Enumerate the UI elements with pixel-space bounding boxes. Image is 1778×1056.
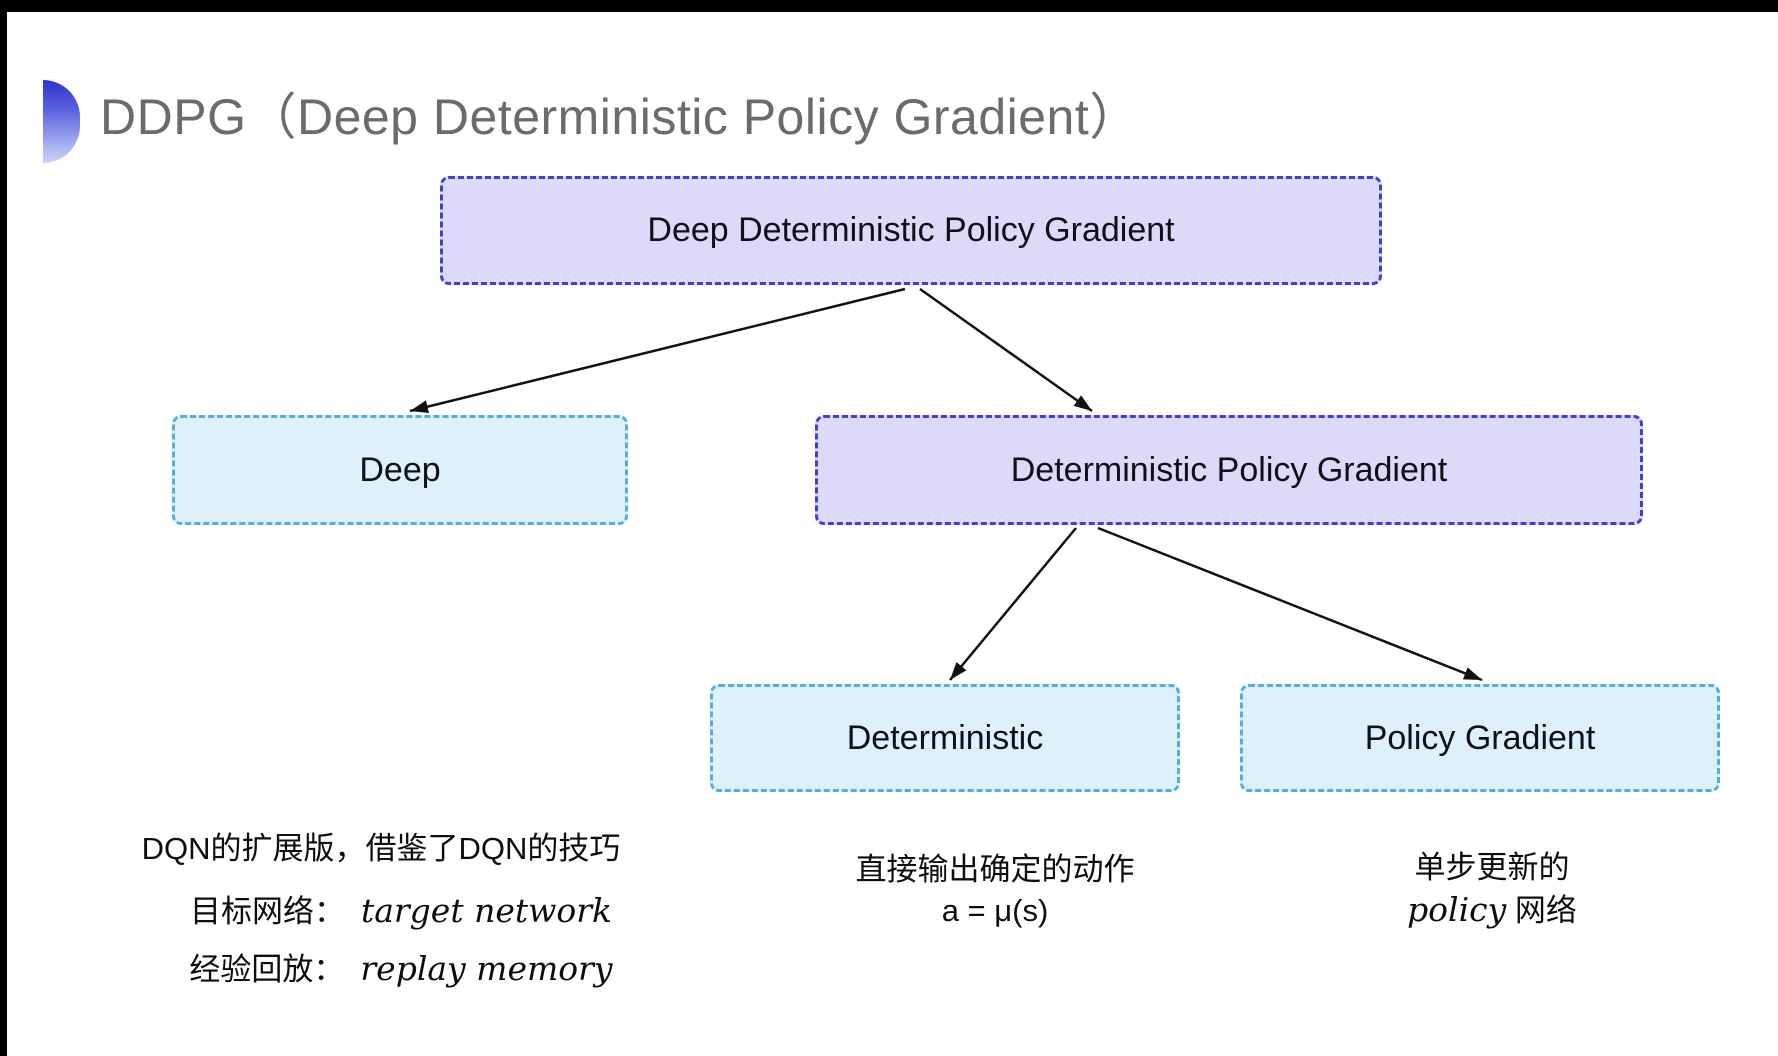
target-network-value: target network [360, 891, 613, 930]
node-deep: Deep [172, 415, 628, 525]
note-deep-line1: DQN的扩展版，借鉴了DQN的技巧 [141, 831, 621, 866]
note-deterministic-line1: 直接输出确定的动作 [855, 852, 1135, 887]
node-ddpg: Deep Deterministic Policy Gradient [440, 176, 1382, 285]
note-deep-target: 目标网络： target network [121, 891, 681, 932]
node-policy-gradient: Policy Gradient [1240, 684, 1720, 792]
note-deterministic-formula: a = μ(s) [941, 893, 1049, 928]
node-dpg: Deterministic Policy Gradient [815, 415, 1643, 525]
node-ddpg-label: Deep Deterministic Policy Gradient [647, 211, 1175, 249]
node-deep-label: Deep [359, 450, 441, 489]
policy-word-italic: policy [1407, 890, 1507, 929]
replay-memory-value: replay memory [360, 949, 613, 988]
policy-word-suffix: 网络 [1506, 893, 1577, 928]
node-deterministic-label: Deterministic [846, 718, 1044, 757]
replay-memory-label: 经验回放： [189, 952, 345, 987]
node-policy-gradient-label: Policy Gradient [1364, 718, 1596, 757]
left-black-bar [0, 0, 7, 1056]
node-dpg-label: Deterministic Policy Gradient [1010, 450, 1448, 489]
top-black-bar [0, 0, 1778, 12]
note-policy-line2: policy 网络 [1212, 890, 1772, 931]
note-deep-replay: 经验回放： replay memory [121, 949, 681, 990]
target-network-label: 目标网络： [189, 894, 345, 929]
note-policy-line1: 单步更新的 [1414, 850, 1570, 885]
half-circle-icon [43, 80, 80, 163]
node-deterministic: Deterministic [710, 684, 1180, 792]
page-title: DDPG（Deep Deterministic Policy Gradient） [100, 89, 1140, 145]
